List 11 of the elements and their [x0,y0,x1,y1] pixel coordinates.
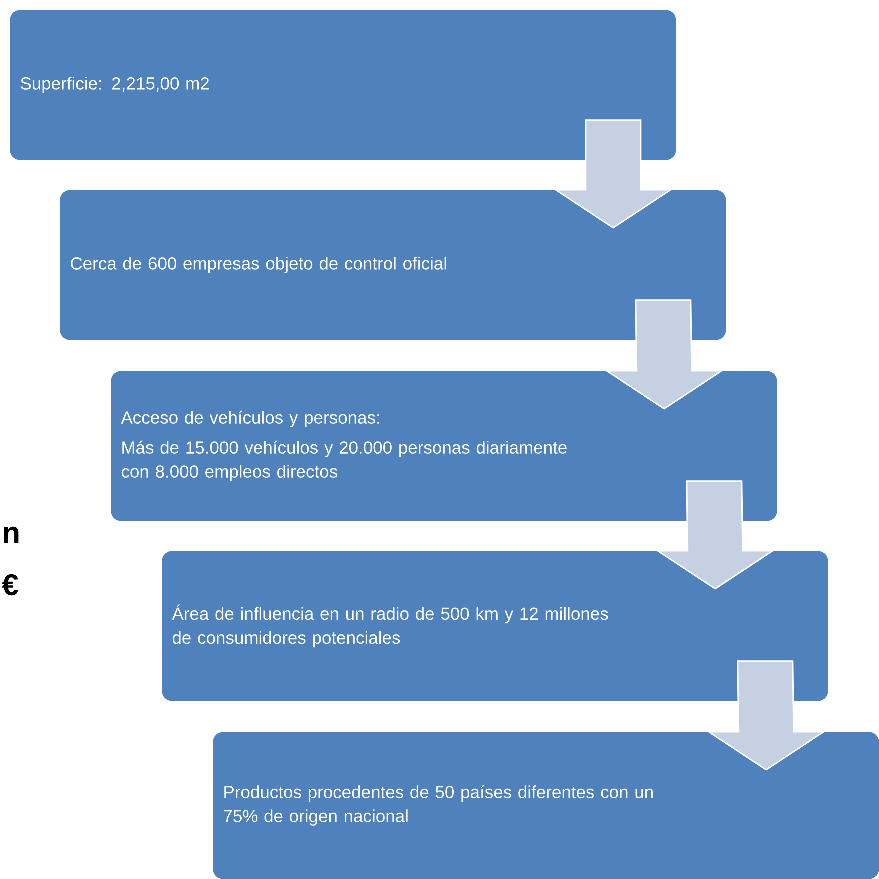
side-text: € [2,574,18,596]
text-box: Superficie: 2,215,00 m2 [10,10,676,160]
text-box: Acceso de vehículos y personas: Más de 15.000 vehículos y 20.000 personas diariamente con 8.000 empleos directos [111,371,778,522]
down-arrow [604,300,724,410]
down-arrow [553,120,674,229]
down-arrow [706,660,826,771]
side-text: n [4,526,19,544]
text-box: Área de influencia en un radio de 500 km y 12 millones de consumidores potenciales [162,551,828,702]
text-box: Cerca de 600 empresas objeto de control oficial [60,190,726,340]
down-arrow [655,480,776,590]
text-box: Productos procedentes de 50 países diferentes con un 75% de origen nacional [213,732,879,879]
